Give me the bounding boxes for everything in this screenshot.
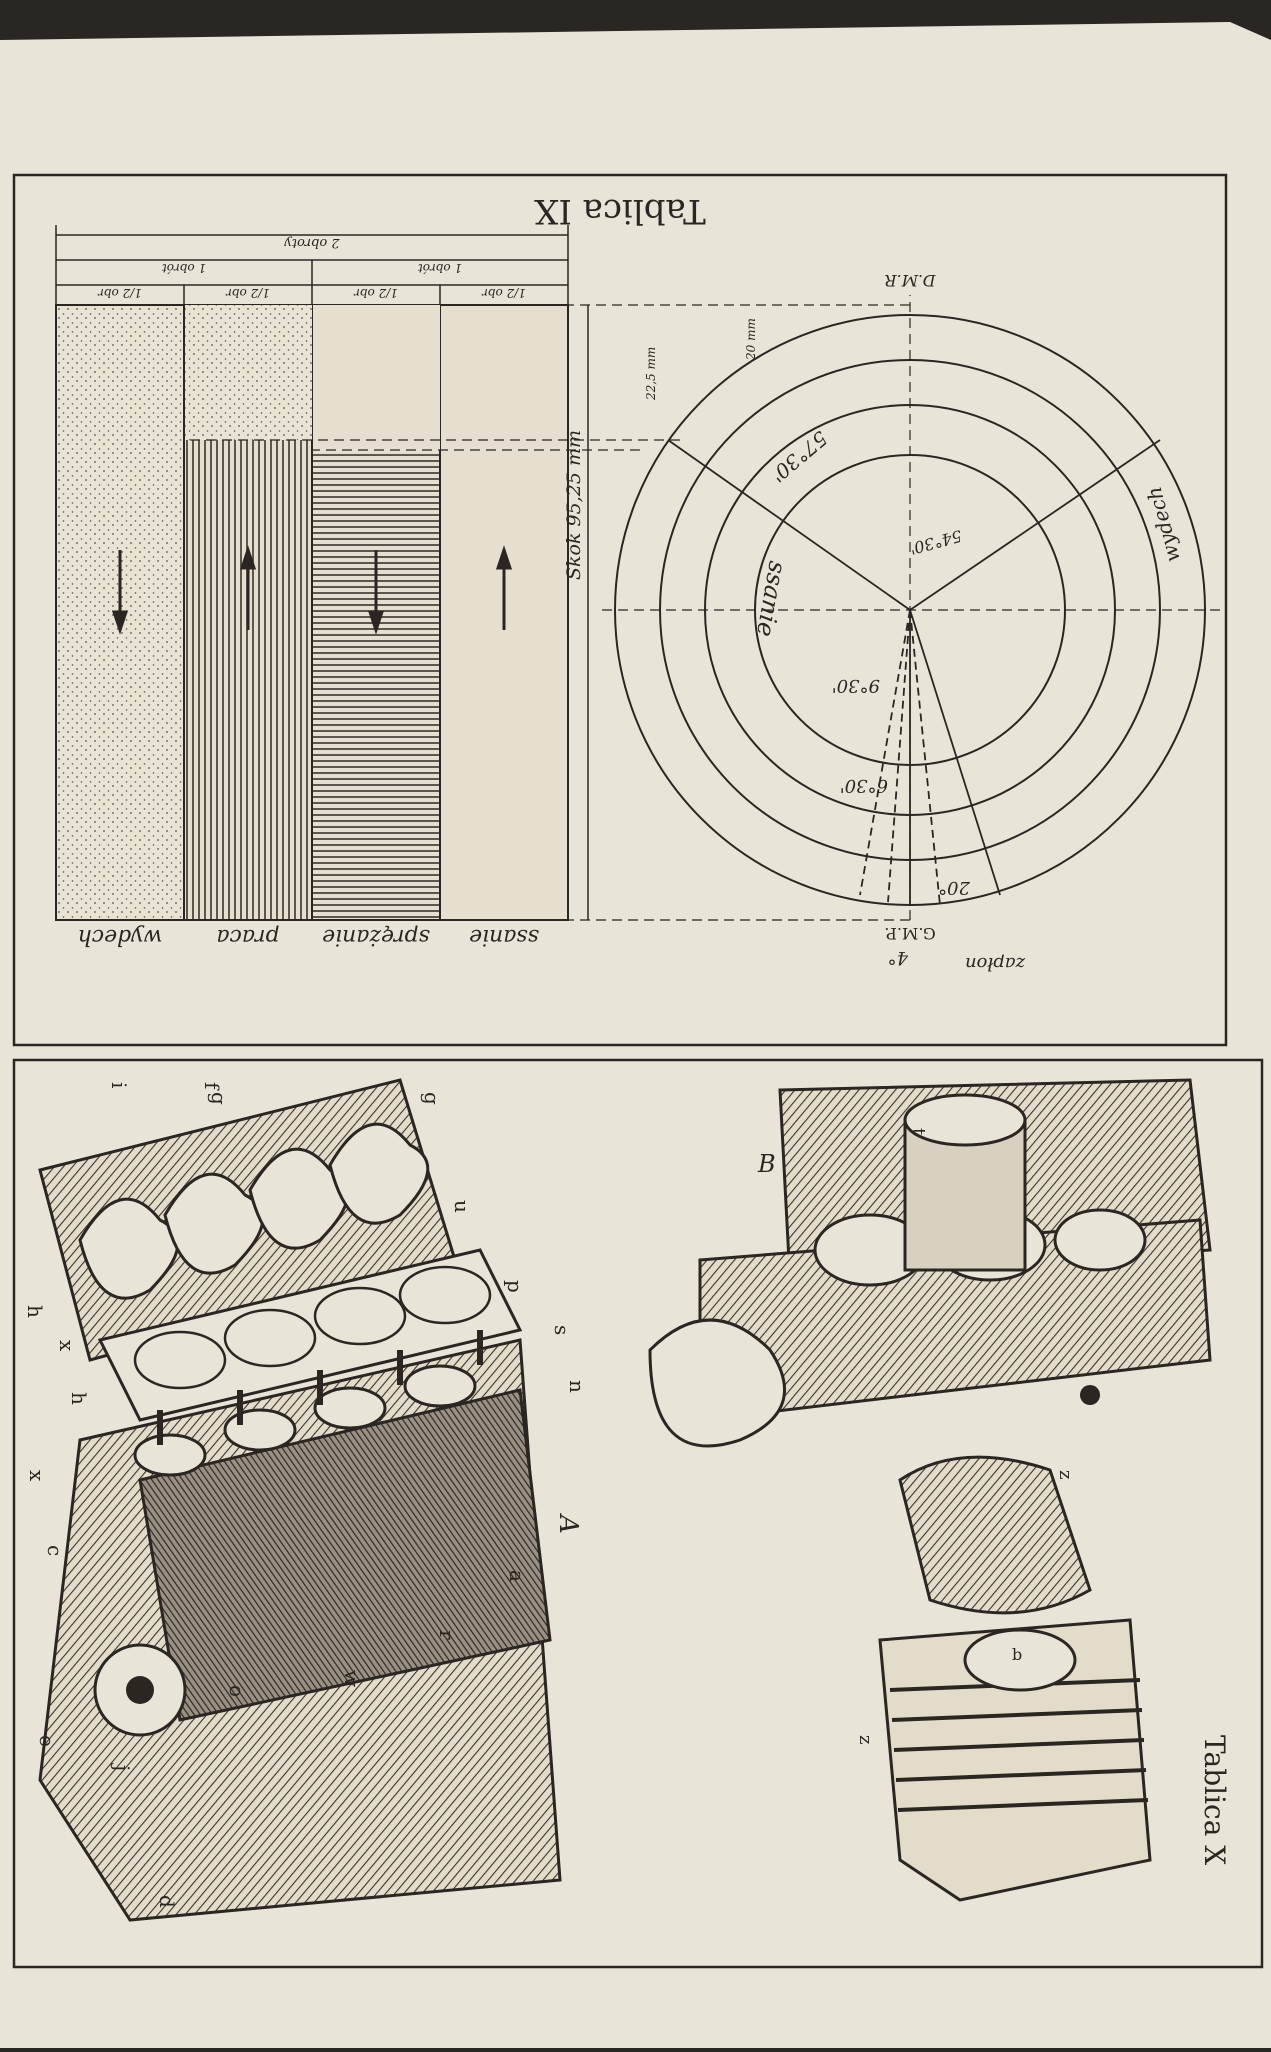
label-dim-20: 20 mm: [744, 318, 758, 361]
letter-r: r: [435, 1630, 459, 1640]
figure-b-block: B t: [648, 1078, 1212, 1448]
label-sprezanie: sprężanie: [322, 924, 430, 949]
rev-full-1: 1 obrót: [418, 261, 462, 275]
figure-a-letters: g: [207, 1092, 231, 1105]
letter-o: o: [225, 1685, 249, 1697]
letter-c: c: [43, 1545, 67, 1556]
letter-f: f: [200, 1082, 224, 1091]
rev-half-2: 1/2 obr: [353, 286, 398, 300]
letter-x: x: [55, 1340, 79, 1352]
label-zaplon: zapłon: [965, 953, 1026, 974]
plate-x-title: Tablica X: [1198, 1735, 1231, 1865]
letter-g: g: [207, 1092, 231, 1105]
letter-z-2: z: [855, 1735, 876, 1744]
label-ssanie: ssanie: [469, 924, 539, 949]
letter-z: z: [1055, 1470, 1076, 1479]
label-wydech: wydech: [78, 924, 163, 949]
letter-t: t: [908, 1128, 929, 1136]
label-praca: praca: [216, 924, 279, 949]
figure-a-label: A: [553, 1513, 583, 1534]
radius-ssanie: [667, 439, 911, 611]
figure-b-label: B: [757, 1150, 776, 1178]
letter-a: a: [505, 1570, 529, 1582]
rev-half-3: 1/2 obr: [225, 286, 270, 300]
label-dmr: D.M.R: [885, 271, 937, 290]
figure-a-letters-visible: g f i h x u p s n h x c a r w o e j d A: [23, 1082, 589, 1908]
letter-w: w: [340, 1670, 364, 1687]
plate-ix-diagram: Tablica IX ssanie sprężanie praca wydech: [55, 191, 1220, 974]
letter-b: b: [1012, 1645, 1022, 1664]
letter-x-2: x: [25, 1470, 49, 1482]
plate-ix-frame: [12, 173, 1228, 1047]
letter-u: u: [450, 1200, 474, 1213]
letter-d: d: [155, 1895, 179, 1908]
label-angle-20: 20°: [938, 877, 971, 898]
rev-half-1: 1/2 obr: [481, 286, 526, 300]
letter-s: s: [550, 1325, 574, 1335]
rev-two: 2 obroty: [284, 235, 341, 250]
letter-h-2: h: [67, 1392, 91, 1405]
letter-p: p: [503, 1280, 527, 1293]
figure-a-engine-block: [38, 1078, 562, 1922]
letter-i: i: [107, 1082, 131, 1088]
stroke-label: Skok 95,25 mm: [563, 430, 585, 580]
label-gmp: G.M.P.: [884, 924, 935, 943]
letter-n: n: [565, 1380, 589, 1393]
plate-x-frame: [12, 1058, 1264, 1969]
label-dim-22: 22,5 mm: [644, 347, 658, 401]
radius-wydech: [909, 439, 1161, 611]
letter-j: j: [110, 1763, 134, 1771]
label-angle-9: 9°30': [832, 675, 880, 696]
figure-c-cylinder: z z b: [855, 1455, 1152, 1902]
letter-g-2: g: [420, 1092, 444, 1105]
rev-full-2: 1 obrót: [162, 261, 206, 275]
letter-e: e: [35, 1735, 59, 1747]
plate-ix-title: Tablica IX: [533, 191, 705, 231]
label-angle-6: 6°30': [840, 775, 888, 796]
bar-sprezanie-blank: [312, 305, 440, 450]
bar-praca-dots: [184, 305, 312, 440]
letter-h: h: [23, 1305, 47, 1318]
rev-half-4: 1/2 obr: [97, 286, 142, 300]
label-angle-4: 4°: [888, 947, 909, 968]
